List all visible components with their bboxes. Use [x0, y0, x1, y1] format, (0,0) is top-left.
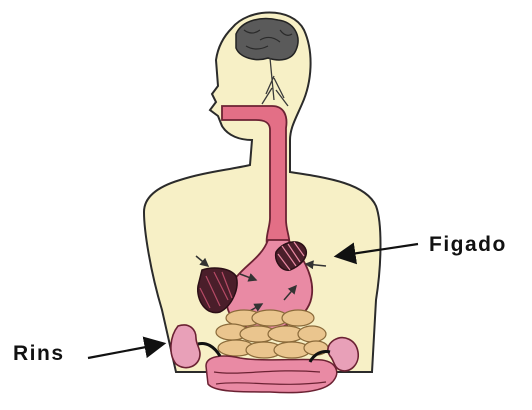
small-intestine	[216, 310, 328, 358]
liver-label: Figado	[429, 233, 507, 257]
kidney-label-arrow	[88, 344, 162, 358]
large-intestine	[206, 356, 337, 393]
kidney-label: Rins	[13, 342, 65, 366]
